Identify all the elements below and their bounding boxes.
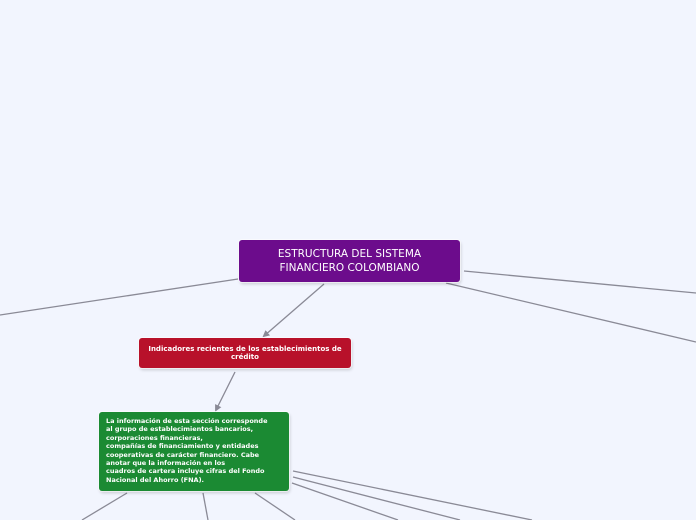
connector-indicators-to-info [215,371,236,412]
indicators-node-label: Indicadores recientes de los establecimi… [148,344,342,362]
connector-info-right-1 [292,470,533,520]
connector-root-right-upper [463,270,696,294]
connector-info-right-3 [291,482,399,520]
connector-info-bottom-left [81,492,128,520]
info-note-node[interactable]: La información de esta sección correspon… [99,412,289,491]
indicators-node[interactable]: Indicadores recientes de los establecimi… [139,338,351,368]
connector-info-bottom-mid [202,492,209,520]
connector-root-left [0,278,239,316]
root-topic-node[interactable]: ESTRUCTURA DEL SISTEMA FINANCIERO COLOMB… [239,240,460,282]
connector-info-bottom-right [254,492,296,520]
root-topic-label: ESTRUCTURA DEL SISTEMA FINANCIERO COLOMB… [277,248,422,274]
connector-root-right-lower [445,282,696,343]
connector-root-to-indicators [262,283,325,338]
connector-info-right-2 [292,476,461,520]
